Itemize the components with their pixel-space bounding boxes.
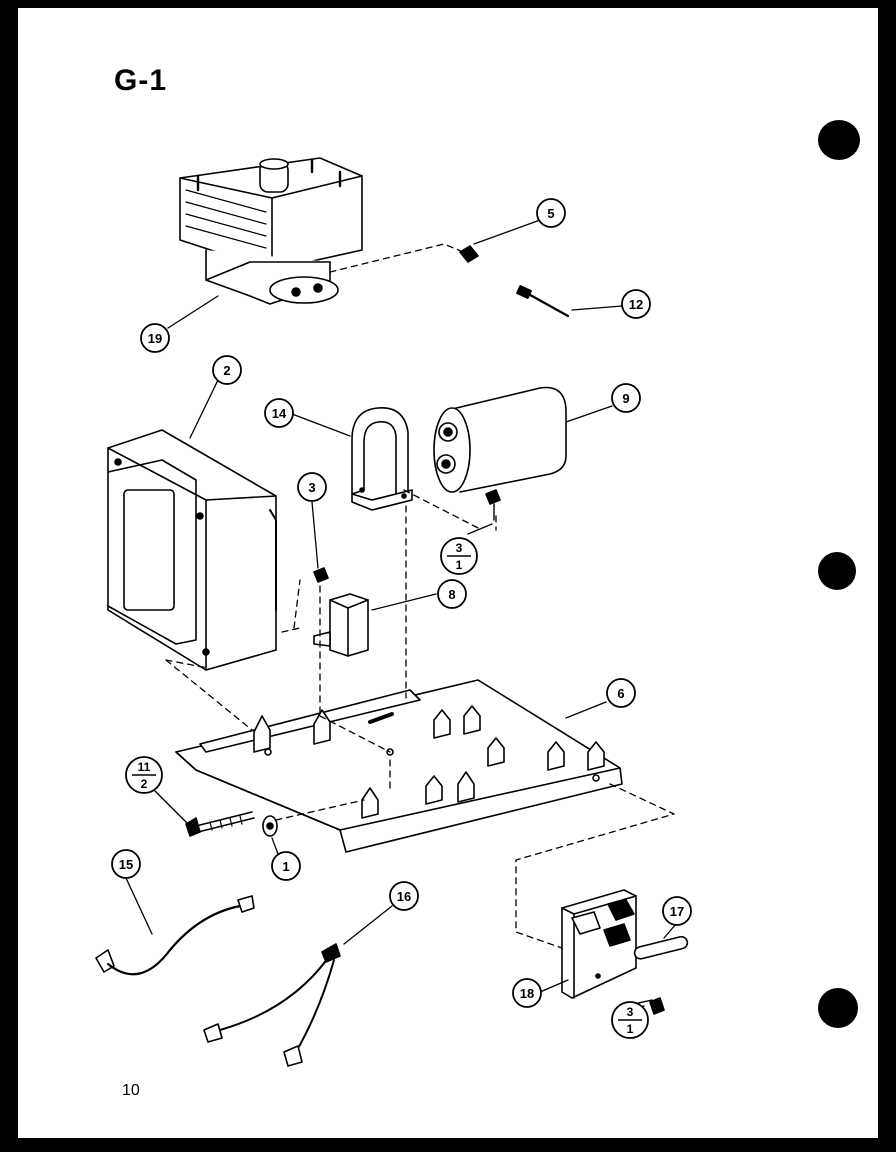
thermal-cutout-part: [313, 593, 369, 657]
callout-label: 16: [397, 889, 411, 904]
callout-1: 1: [271, 851, 301, 881]
callout-18: 18: [512, 978, 542, 1008]
magnetron-part: [179, 157, 363, 305]
figure-title: G-1: [114, 64, 168, 97]
fraction-callout-3-1-lower: 3 1: [611, 1001, 649, 1039]
callout-label: 19: [148, 331, 162, 346]
callout-label: 15: [119, 857, 133, 872]
washer-part: [262, 815, 278, 837]
callout-6: 6: [606, 678, 636, 708]
screw-part-upper: [485, 489, 501, 521]
base-plate-part: [175, 679, 623, 853]
transformer-part: [107, 429, 277, 671]
callout-label: 1: [282, 859, 289, 874]
binder-hole-top: [818, 120, 860, 160]
callout-label: 2: [223, 363, 230, 378]
wire-lead-short-part: [95, 895, 255, 976]
fuse-holder-board-part: [561, 889, 637, 999]
wire-harness-part: [203, 943, 341, 1067]
callout-label: 18: [520, 986, 534, 1001]
callout-label: 17: [670, 904, 684, 919]
probe-part: [516, 285, 570, 318]
fuse-part: [633, 935, 689, 960]
scan-border-top: [0, 0, 896, 8]
callout-17: 17: [662, 896, 692, 926]
terminal-clip-part: [459, 245, 479, 263]
scan-border-right: [878, 0, 896, 1152]
callout-label: 12: [629, 297, 643, 312]
assembly-guide-lines: [165, 243, 675, 949]
fraction-top: 3: [456, 541, 463, 555]
fraction-bottom: 2: [141, 777, 148, 791]
page-number: 10: [122, 1082, 140, 1099]
screw-part-middle: [313, 567, 329, 583]
callout-label: 6: [617, 686, 624, 701]
high-voltage-capacitor-part: [433, 386, 567, 493]
callout-label: 3: [308, 480, 315, 495]
binder-hole-middle: [818, 552, 856, 590]
callout-15: 15: [111, 849, 141, 879]
callout-14: 14: [264, 398, 294, 428]
callout-19: 19: [140, 323, 170, 353]
fraction-callout-11-2: 11 2: [125, 756, 163, 794]
bolt-part: [185, 811, 255, 837]
scan-border-left: [0, 0, 18, 1152]
fraction-bottom: 1: [627, 1022, 634, 1036]
callout-3: 3: [297, 472, 327, 502]
callout-2: 2: [212, 355, 242, 385]
callout-5: 5: [536, 198, 566, 228]
callout-label: 5: [547, 206, 554, 221]
callout-8: 8: [437, 579, 467, 609]
fraction-bottom: 1: [456, 558, 463, 572]
callout-label: 14: [272, 406, 287, 421]
capacitor-bracket-part: [351, 407, 413, 511]
scan-border-bottom: [0, 1138, 896, 1152]
callout-label: 8: [448, 587, 455, 602]
fraction-callout-3-1-upper: 3 1: [440, 537, 478, 575]
binder-hole-bottom: [818, 988, 858, 1028]
callout-leader-lines: [125, 219, 677, 1013]
callout-12: 12: [621, 289, 651, 319]
fraction-top: 11: [138, 760, 151, 774]
callout-label: 9: [622, 391, 629, 406]
fraction-top: 3: [627, 1005, 634, 1019]
callout-9: 9: [611, 383, 641, 413]
callout-16: 16: [389, 881, 419, 911]
